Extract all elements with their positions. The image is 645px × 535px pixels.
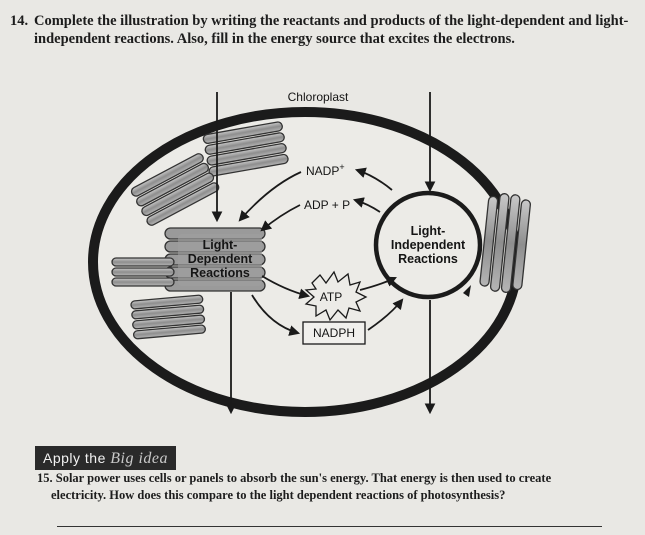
apply-big-idea: Big idea [110,450,169,467]
light-independent-line1: Light- [411,224,446,238]
light-dependent-line3: Reactions [190,266,250,280]
flow-arrows [211,92,436,415]
arrow-nadp [354,167,393,191]
light-dependent-backdrop [178,234,262,286]
nadph-box [302,321,366,345]
light-independent-cycle [373,190,483,300]
question-14-number: 14. [10,13,29,29]
thylakoid-stack [111,257,175,287]
apply-prefix: Apply the [43,450,111,466]
adp-label: ADP + P [304,198,350,212]
light-independent-line3: Reactions [398,252,458,266]
light-dependent-line2: Dependent [188,252,253,266]
answer-line[interactable] [57,526,602,527]
arrow-to-nadph [251,294,301,336]
light-independent-line2: Independent [391,238,466,252]
atp-burst [304,270,368,322]
atp-label: ATP [320,290,342,304]
question-14: 14. Complete the illustration by writing… [10,12,635,48]
apply-big-idea-banner: Apply the Big idea [35,446,177,470]
thylakoid-stack [130,153,220,226]
thylakoid-stack [130,294,207,340]
question-14-text: Complete the illustration by writing the… [34,13,629,47]
nadp-label: NADP+ [306,162,345,178]
question-15-line2: electricity. How does this compare to th… [51,488,506,502]
question-15-line1: Solar power uses cells or panels to abso… [55,471,552,485]
thylakoid-stack [202,121,289,177]
arrow-to-atp [261,275,311,300]
thylakoid-stack [479,193,532,293]
nadph-label: NADPH [313,326,355,340]
arrow-atp-to-cycle [359,276,397,291]
question-15: 15. Solar power uses cells or panels to … [37,470,627,504]
arrow-adp-to-ld [260,204,301,232]
arrow-nadph-to-cycle [367,298,404,331]
question-15-number: 15. [37,471,53,485]
chloroplast-title: Chloroplast [288,90,349,104]
light-dependent-line1: Light- [203,238,238,252]
arrow-nadp-to-ld [238,171,302,222]
arrow-adp [352,197,381,213]
